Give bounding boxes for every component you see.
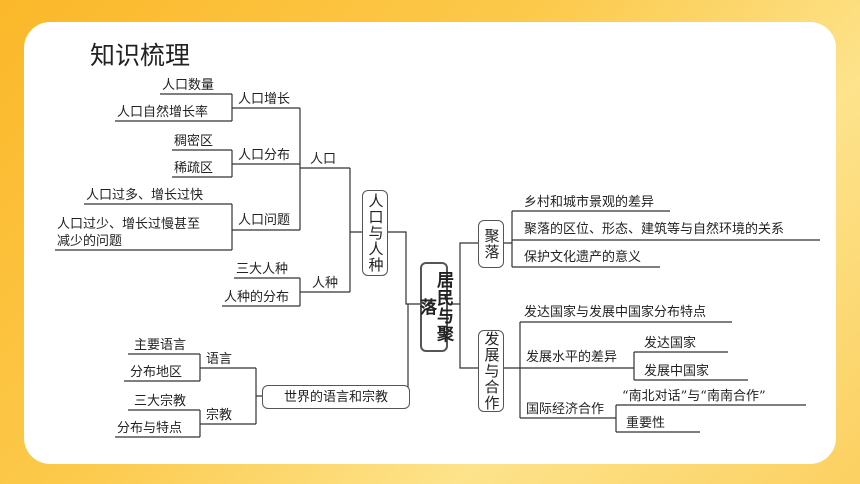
lang-item-main: 主要语言 xyxy=(134,338,187,353)
line-rel xyxy=(200,368,262,425)
coop-item-importance: 重要性 xyxy=(626,416,666,431)
problem-item-2b: 减少的问题 xyxy=(57,234,123,249)
node-race: 人种 xyxy=(312,276,339,291)
node-settlement: 聚落 xyxy=(478,220,504,268)
settlement-item-heritage: 保护文化遗产的意义 xyxy=(524,250,642,265)
dist-item-dense: 稠密区 xyxy=(174,134,214,149)
node-renkou: 人口 xyxy=(310,152,337,167)
node-population-race-group: 人口与人种 xyxy=(362,190,388,276)
node-dev-level: 发展水平的差异 xyxy=(526,350,618,365)
node-problems: 人口问题 xyxy=(238,213,291,228)
problem-item-2a: 人口过少、增长过慢甚至 xyxy=(57,217,201,232)
node-religion: 宗教 xyxy=(206,408,233,423)
node-distribution: 人口分布 xyxy=(238,148,291,163)
node-language: 语言 xyxy=(206,352,233,367)
line-problem-items xyxy=(55,203,233,251)
line-dev-spine xyxy=(504,321,732,419)
line-renkou-spine xyxy=(299,108,350,230)
node-language-religion: 世界的语言和宗教 xyxy=(262,385,410,409)
line-group-to-center xyxy=(388,231,420,305)
content-card xyxy=(24,22,836,464)
node-center-residents-settlements: 居民与聚落 xyxy=(416,262,453,352)
settlement-item-landscape: 乡村和城市景观的差异 xyxy=(524,195,655,210)
growth-item-rate: 人口自然增长率 xyxy=(117,105,209,120)
lang-item-area: 分布地区 xyxy=(130,365,183,380)
race-item-distribution: 人种的分布 xyxy=(224,290,290,305)
dev-level-developing: 发展中国家 xyxy=(644,364,710,379)
growth-item-count: 人口数量 xyxy=(162,78,215,93)
line-center-right xyxy=(446,242,478,369)
problem-item-1: 人口过多、增长过快 xyxy=(86,188,204,203)
line-group-spine xyxy=(349,168,362,292)
node-development-cooperation: 发展与合作 xyxy=(478,330,504,412)
coop-item-dialogue: “南北对话”与“南南合作” xyxy=(622,389,766,404)
dist-item-sparse: 稀疏区 xyxy=(174,161,214,176)
dev-level-developed: 发达国家 xyxy=(644,336,697,351)
dev-item-distribution: 发达国家与发展中国家分布特点 xyxy=(524,305,707,320)
page-title: 知识梳理 xyxy=(90,41,191,70)
line-dev-level-items xyxy=(633,351,748,381)
rel-item-features: 分布与特点 xyxy=(117,421,183,436)
settlement-item-location: 聚落的区位、形态、建筑等与自然环境的关系 xyxy=(524,222,785,237)
line-settle-items xyxy=(504,210,820,268)
line-coop-items xyxy=(615,404,806,433)
node-cooperation: 国际经济合作 xyxy=(526,402,605,417)
node-growth: 人口增长 xyxy=(238,92,291,107)
rel-item-three: 三大宗教 xyxy=(134,394,187,409)
race-item-three: 三大人种 xyxy=(236,262,289,277)
